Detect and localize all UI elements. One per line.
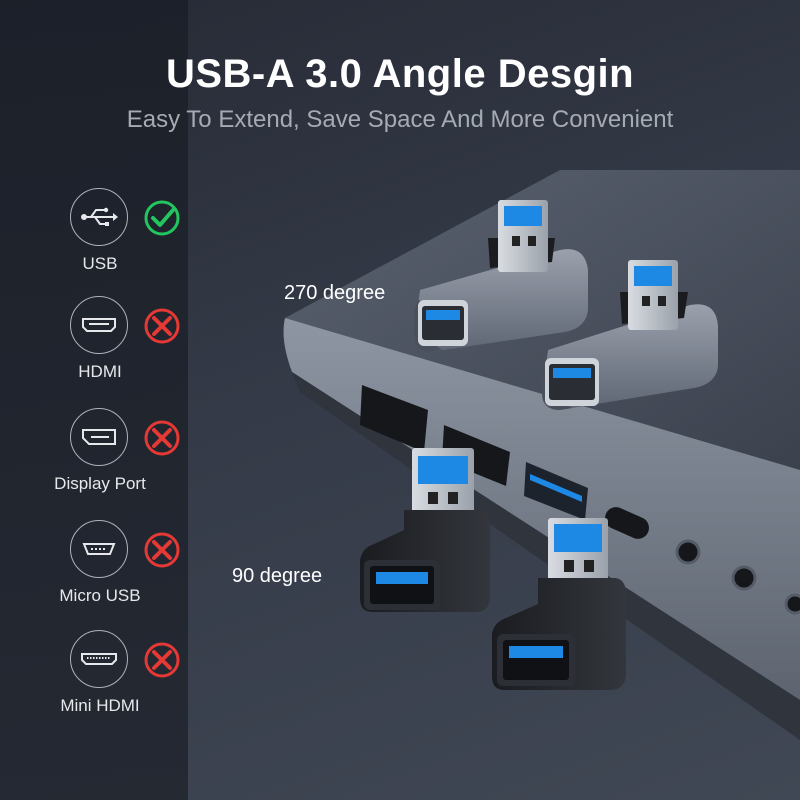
port-item-mini-hdmi: Mini HDMI <box>40 630 190 730</box>
audio-jack <box>731 565 757 591</box>
port-label: HDMI <box>78 362 122 381</box>
port-label: Micro USB <box>59 586 141 605</box>
page-title: USB-A 3.0 Angle Desgin <box>165 52 635 96</box>
label-90-degree: 90 degree <box>232 565 323 587</box>
cross-icon <box>144 420 180 456</box>
adapter-90-left <box>360 448 490 612</box>
audio-jack <box>675 539 701 565</box>
adapter-270-right <box>542 260 718 410</box>
port-item-hdmi: HDMI <box>40 296 190 396</box>
port-label: Display Port <box>54 474 146 493</box>
check-icon <box>144 200 180 236</box>
page-subtitle: Easy To Extend, Save Space And More Conv… <box>126 106 674 133</box>
cross-icon <box>144 642 180 678</box>
hdmi-icon <box>70 296 128 354</box>
hdmi-slot <box>442 425 510 486</box>
port-label: Mini HDMI <box>60 696 140 715</box>
port-item-displayport: Display Port <box>40 408 190 508</box>
mini-hdmi-icon <box>70 630 128 688</box>
displayport-slot <box>360 385 428 452</box>
displayport-icon <box>70 408 128 466</box>
adapter-90-right <box>492 518 626 690</box>
usb-c-slot <box>605 507 649 539</box>
port-item-micro-usb: Micro USB <box>40 520 190 620</box>
adapter-270-left <box>414 200 588 352</box>
micro-usb-icon <box>70 520 128 578</box>
label-270-degree: 270 degree <box>284 282 386 304</box>
cross-icon <box>144 308 180 344</box>
port-item-usb: USB <box>40 188 190 288</box>
port-label: USB <box>82 254 118 273</box>
cross-icon <box>144 532 180 568</box>
usb-icon <box>70 188 128 246</box>
